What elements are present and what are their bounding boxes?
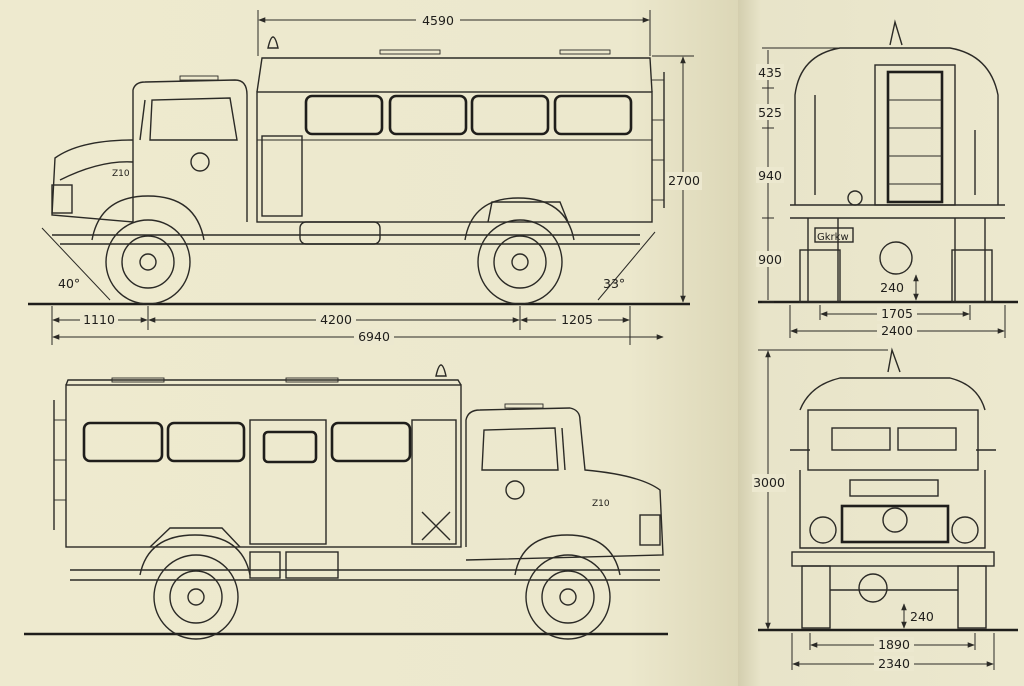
dim-overall-length: 6940 — [358, 329, 390, 344]
front-view: 3000 240 1890 2340 — [752, 347, 1018, 671]
dim-front-track: 1890 — [878, 637, 910, 652]
dim-rear-width: 2400 — [881, 323, 913, 338]
dim-roof-section: 435 — [758, 65, 782, 80]
dim-front-overhang: 1110 — [83, 312, 115, 327]
rear-view: Gkrkw 435 525 940 900 240 — [756, 19, 1018, 338]
approach-angle-label: 40° — [58, 276, 80, 291]
box-body — [256, 36, 665, 223]
rear-plate: Gkrkw — [817, 232, 849, 243]
departure-angle-label: 33° — [603, 276, 625, 291]
dim-wheelbase: 4200 — [320, 312, 352, 327]
dim-body-length: 4590 — [422, 13, 454, 28]
rear-wheel-bottom — [139, 534, 251, 640]
cab-marking: Z10 — [112, 169, 130, 179]
dim-rear-clearance: 240 — [880, 280, 904, 295]
side-view-left: Z10 — [24, 364, 668, 640]
cab-marking-left: Z10 — [592, 499, 610, 509]
dim-front-clearance: 240 — [910, 609, 934, 624]
dim-overall-height: 3000 — [753, 475, 785, 490]
dim-body-section: 940 — [758, 168, 782, 183]
right-page — [738, 0, 1024, 686]
dim-upper-section: 525 — [758, 105, 782, 120]
dim-rear-track: 1705 — [881, 306, 913, 321]
dim-rear-overhang: 1205 — [561, 312, 593, 327]
rear-wheel-top — [464, 197, 575, 305]
side-view-right: Z10 40° 33° — [28, 10, 702, 345]
front-wheel-bottom — [514, 534, 621, 640]
front-wheel-top — [91, 195, 205, 305]
cab: Z10 — [51, 75, 248, 223]
dim-height: 2700 — [668, 173, 700, 188]
dim-frame-height: 900 — [758, 252, 782, 267]
dim-front-width: 2340 — [878, 656, 910, 671]
